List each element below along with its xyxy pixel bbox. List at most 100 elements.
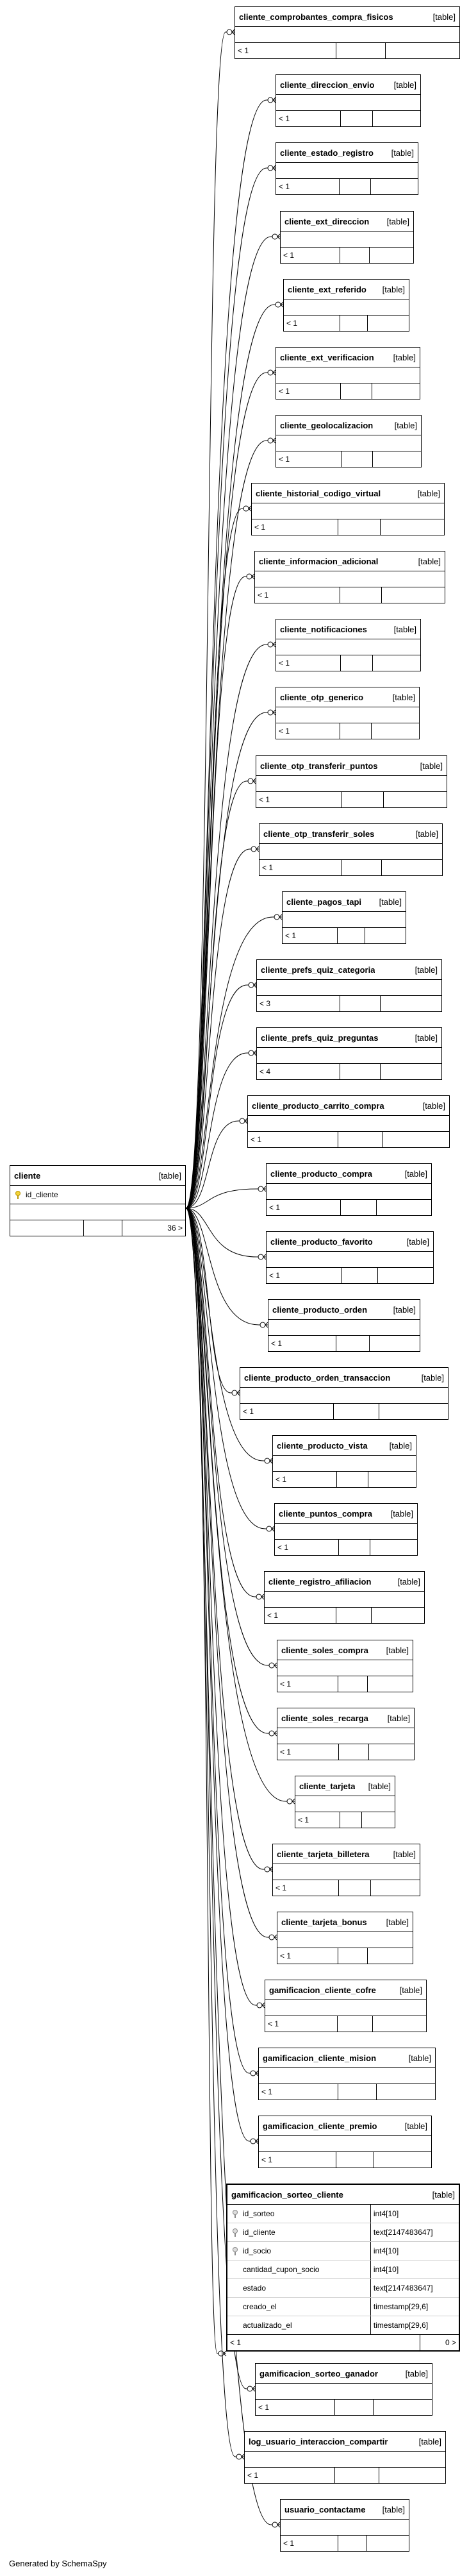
parents-count[interactable]: < 1 <box>252 519 338 535</box>
table-cliente_puntos_compra[interactable]: cliente_puntos_compra[table]< 1 <box>274 1503 418 1556</box>
table-log_usuario_interaccion_compartir[interactable]: log_usuario_interaccion_compartir[table]… <box>244 2431 446 2484</box>
table-cliente_informacion_adicional[interactable]: cliente_informacion_adicional[table]< 1 <box>254 551 445 603</box>
table-name[interactable]: usuario_contactame <box>284 2504 366 2514</box>
parents-count[interactable]: < 1 <box>276 111 341 126</box>
table-cliente_historial_codigo_virtual[interactable]: cliente_historial_codigo_virtual[table]<… <box>251 483 445 535</box>
table-name[interactable]: gamificacion_sorteo_ganador <box>259 2368 378 2378</box>
table-name[interactable]: cliente_tarjeta_bonus <box>281 1917 367 1927</box>
table-gamificacion_sorteo_ganador[interactable]: gamificacion_sorteo_ganador[table]< 1 <box>255 2363 432 2416</box>
table-name[interactable]: cliente_estado_registro <box>280 147 374 158</box>
children-count[interactable]: 0 > <box>445 2338 456 2347</box>
table-name[interactable]: cliente_soles_recarga <box>281 1713 368 1723</box>
parents-count[interactable]: < 1 <box>276 655 341 671</box>
table-name[interactable]: cliente_direccion_envio <box>280 80 375 90</box>
parents-count[interactable]: < 1 <box>268 1336 337 1351</box>
table-cliente_estado_registro[interactable]: cliente_estado_registro[table]< 1 <box>276 142 418 195</box>
parents-count[interactable]: < 1 <box>256 2400 335 2415</box>
parents-count[interactable]: < 1 <box>227 2335 420 2350</box>
parents-count[interactable]: < 1 <box>276 451 341 467</box>
parents-count[interactable]: < 1 <box>277 1676 338 1692</box>
parents-count[interactable] <box>10 1220 84 1236</box>
table-cliente_producto_vista[interactable]: cliente_producto_vista[table]< 1 <box>272 1435 416 1488</box>
parents-count[interactable]: < 1 <box>265 1608 337 1623</box>
table-cliente_pagos_tapi[interactable]: cliente_pagos_tapi[table]< 1 <box>282 891 406 944</box>
parents-count[interactable]: < 1 <box>295 1812 340 1828</box>
table-name[interactable]: cliente_prefs_quiz_preguntas <box>261 1032 379 1043</box>
table-name[interactable]: cliente_otp_transferir_puntos <box>260 761 378 771</box>
table-cliente_producto_compra[interactable]: cliente_producto_compra[table]< 1 <box>266 1163 432 1216</box>
parents-count[interactable]: < 1 <box>245 2468 335 2483</box>
table-cliente_producto_carrito_compra[interactable]: cliente_producto_carrito_compra[table]< … <box>247 1095 450 1148</box>
table-name[interactable]: gamificacion_cliente_mision <box>263 2053 377 2063</box>
table-cliente_geolocalizacion[interactable]: cliente_geolocalizacion[table]< 1 <box>276 415 422 467</box>
parents-count[interactable]: < 1 <box>276 723 341 739</box>
table-name[interactable]: cliente_historial_codigo_virtual <box>256 488 381 498</box>
table-name[interactable]: cliente_puntos_compra <box>279 1508 372 1519</box>
table-cliente_ext_verificacion[interactable]: cliente_ext_verificacion[table]< 1 <box>276 347 420 400</box>
table-name[interactable]: cliente_otp_transferir_soles <box>263 829 375 839</box>
table-name[interactable]: cliente_producto_vista <box>277 1440 368 1451</box>
parents-count[interactable]: < 1 <box>283 928 338 943</box>
table-cliente_direccion_envio[interactable]: cliente_direccion_envio[table]< 1 <box>276 74 421 127</box>
children-count[interactable]: 36 > <box>167 1224 183 1233</box>
parents-count[interactable]: < 1 <box>275 1540 339 1555</box>
table-name[interactable]: cliente_geolocalizacion <box>280 420 374 430</box>
table-name[interactable]: cliente_producto_orden_transaccion <box>244 1372 391 1383</box>
table-cliente_notificaciones[interactable]: cliente_notificaciones[table]< 1 <box>276 619 421 671</box>
parents-count[interactable]: < 1 <box>255 587 341 603</box>
parents-count[interactable]: < 1 <box>281 2536 338 2551</box>
parents-count[interactable]: < 3 <box>257 996 340 1011</box>
table-name[interactable]: cliente_ext_direccion <box>284 216 370 226</box>
table-gamificacion_sorteo_cliente[interactable]: gamificacion_sorteo_cliente[table]id_sor… <box>226 2184 460 2352</box>
parents-count[interactable]: < 1 <box>273 1472 338 1487</box>
parents-count[interactable]: < 1 <box>267 1268 341 1283</box>
table-name[interactable]: cliente_ext_verificacion <box>280 352 374 362</box>
table-name[interactable]: gamificacion_sorteo_cliente <box>231 2189 343 2200</box>
table-cliente_otp_transferir_puntos[interactable]: cliente_otp_transferir_puntos[table]< 1 <box>256 755 447 808</box>
parents-count[interactable]: < 1 <box>277 1948 338 1964</box>
parents-count[interactable]: < 1 <box>277 1744 339 1760</box>
table-cliente_tarjeta_billetera[interactable]: cliente_tarjeta_billetera[table]< 1 <box>272 1844 420 1896</box>
table-name[interactable]: cliente_tarjeta <box>299 1781 356 1791</box>
table-name[interactable]: log_usuario_interaccion_compartir <box>249 2436 388 2446</box>
parents-count[interactable]: < 1 <box>273 1880 340 1896</box>
parents-count[interactable]: < 1 <box>259 2152 337 2168</box>
table-cliente_otp_transferir_soles[interactable]: cliente_otp_transferir_soles[table]< 1 <box>259 823 443 876</box>
table-cliente_tarjeta[interactable]: cliente_tarjeta[table]< 1 <box>295 1776 395 1828</box>
table-cliente_otp_generico[interactable]: cliente_otp_generico[table]< 1 <box>276 687 420 739</box>
table-name[interactable]: cliente_producto_compra <box>270 1168 372 1179</box>
table-name[interactable]: cliente_producto_carrito_compra <box>252 1100 384 1111</box>
table-gamificacion_cliente_cofre[interactable]: gamificacion_cliente_cofre[table]< 1 <box>265 1980 427 2032</box>
parents-count[interactable]: < 1 <box>240 1404 334 1419</box>
table-name[interactable]: cliente_soles_compra <box>281 1645 368 1655</box>
parents-count[interactable]: < 1 <box>284 316 340 331</box>
table-cliente_producto_orden_transaccion[interactable]: cliente_producto_orden_transaccion[table… <box>240 1367 448 1420</box>
table-name[interactable]: cliente <box>14 1170 41 1181</box>
table-name[interactable]: cliente_producto_favorito <box>270 1236 373 1247</box>
table-name[interactable]: cliente_registro_afiliacion <box>268 1576 372 1587</box>
parents-count[interactable]: < 1 <box>248 1132 339 1147</box>
table-name[interactable]: cliente_producto_orden <box>272 1304 368 1315</box>
table-name[interactable]: gamificacion_cliente_cofre <box>269 1985 376 1995</box>
table-cliente_soles_compra[interactable]: cliente_soles_compra[table]< 1 <box>277 1640 413 1692</box>
table-name[interactable]: gamificacion_cliente_premio <box>263 2121 377 2131</box>
table-gamificacion_cliente_mision[interactable]: gamificacion_cliente_mision[table]< 1 <box>258 2048 436 2100</box>
parents-count[interactable]: < 1 <box>259 2084 338 2100</box>
table-cliente_producto_favorito[interactable]: cliente_producto_favorito[table]< 1 <box>266 1231 434 1284</box>
table-cliente_tarjeta_bonus[interactable]: cliente_tarjeta_bonus[table]< 1 <box>277 1912 413 1964</box>
parents-count[interactable]: < 1 <box>256 792 342 807</box>
parents-count[interactable]: < 1 <box>276 383 341 399</box>
table-cliente_prefs_quiz_categoria[interactable]: cliente_prefs_quiz_categoria[table]< 3 <box>256 959 442 1012</box>
table-cliente_registro_afiliacion[interactable]: cliente_registro_afiliacion[table]< 1 <box>264 1571 425 1624</box>
parents-count[interactable]: < 1 <box>281 248 341 263</box>
table-cliente_comprobantes_compra_fisicos[interactable]: cliente_comprobantes_compra_fisicos[tabl… <box>234 6 460 59</box>
table-name[interactable]: cliente_otp_generico <box>280 692 364 702</box>
table-gamificacion_cliente_premio[interactable]: gamificacion_cliente_premio[table]< 1 <box>258 2116 432 2168</box>
table-cliente_ext_direccion[interactable]: cliente_ext_direccion[table]< 1 <box>280 211 414 264</box>
table-usuario_contactame[interactable]: usuario_contactame[table]< 1 <box>280 2499 409 2552</box>
parents-count[interactable]: < 1 <box>267 1200 341 1215</box>
parents-count[interactable]: < 1 <box>235 43 336 58</box>
table-name[interactable]: cliente_pagos_tapi <box>286 897 362 907</box>
table-cliente[interactable]: cliente [table] id_cliente 36 > <box>10 1165 186 1236</box>
table-cliente_prefs_quiz_preguntas[interactable]: cliente_prefs_quiz_preguntas[table]< 4 <box>256 1027 442 1080</box>
